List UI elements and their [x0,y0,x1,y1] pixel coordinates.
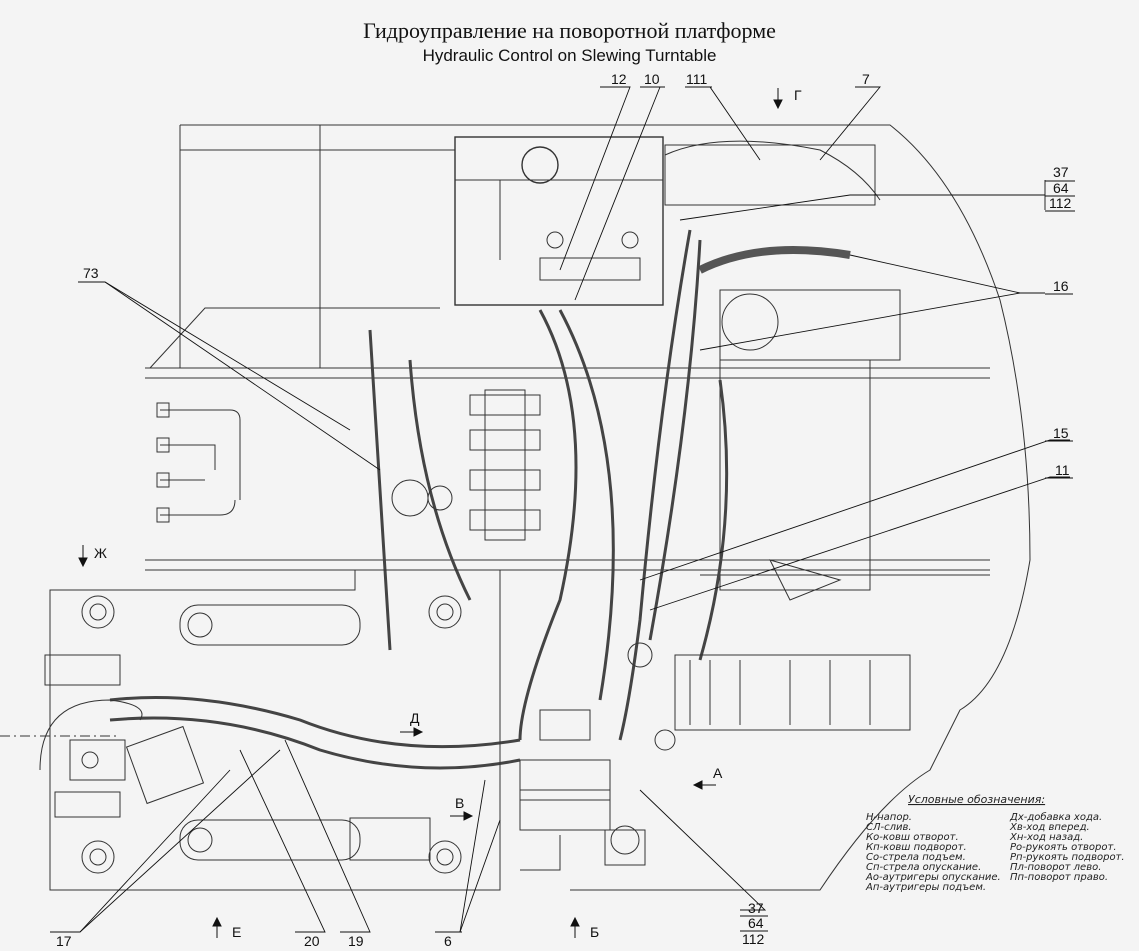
hose-f [648,239,702,641]
hose-i [109,716,521,770]
callout-64-bottom: 64 [748,915,764,931]
upper-valve-block [664,144,876,206]
legend-left-5: Сп-стрела опускание. [866,862,981,873]
right-lower-frame [674,654,911,731]
view-label-b: Б [590,924,599,940]
title-russian: Гидроуправление на поворотной платформе [363,18,776,43]
frame-left-block [179,125,455,368]
tank-filler-cap [521,146,559,184]
frame-rail-top [145,367,990,379]
legend-right-1: Хв-ход вперед. [1009,822,1090,833]
legend-right-3: Ро-рукоять отворот. [1010,842,1117,853]
callout-19: 19 [348,933,364,949]
hydraulic-tank [454,136,664,306]
manifold [484,389,526,541]
callout-64-top: 64 [1053,180,1069,196]
hose-e [618,229,692,741]
legend-left-2: Ко-ковш отворот. [866,832,959,843]
hose-d [558,309,615,701]
callout-37-bottom: 37 [748,900,764,916]
view-label-zh: Ж [94,545,107,561]
hose-g [698,379,729,661]
callout-11: 11 [1055,462,1070,478]
view-arrows [78,88,783,938]
view-label-g: Г [794,87,802,103]
view-label-v: В [455,795,464,811]
legend-right-6: Пп-поворот право. [1010,872,1108,883]
callout-20: 20 [304,933,320,949]
callout-underlines [50,86,1075,933]
legend: Условные обозначения: Н-напор. СЛ-слив. … [865,793,1125,893]
legend-title: Условные обозначения: [908,793,1045,806]
legend-right-4: Рп-рукоять подворот. [1010,852,1125,863]
legend-right-2: Хн-ход назад. [1009,832,1083,843]
legend-left-3: Кп-ковш подворот. [866,842,967,853]
callout-16: 16 [1053,278,1069,294]
callout-15: 15 [1053,425,1069,441]
callout-10: 10 [644,71,660,87]
callout-6: 6 [444,933,452,949]
callout-73: 73 [83,265,99,281]
hose-b [408,359,472,601]
legend-right-5: Пл-поворот лево. [1010,862,1101,873]
view-label-a: А [713,765,723,781]
view-label-d: Д [410,710,420,726]
legend-left-1: СЛ-слив. [866,822,912,833]
title-english: Hydraulic Control on Slewing Turntable [422,46,717,65]
callout-37-top: 37 [1053,164,1069,180]
legend-left-7: Ап-аутригеры подъем. [865,882,986,893]
callout-112-bottom: 112 [742,931,765,947]
hose-h [109,696,521,749]
control-valve [519,759,611,801]
legend-left-4: Со-стрела подъем. [866,852,966,863]
hose-c [518,309,578,741]
callout-112-top: 112 [1049,195,1072,211]
legend-right-0: Дх-добавка хода. [1009,811,1102,823]
callout-111: 111 [686,71,707,87]
turntable-outline [180,124,1031,891]
view-label-e: Е [232,924,241,940]
hose-a [368,329,392,651]
legend-left-0: Н-напор. [866,812,912,823]
legend-left-6: Ао-аутригеры опускание. [865,872,1001,883]
callout-12: 12 [611,71,627,87]
left-fittings [156,402,241,523]
callout-7: 7 [862,71,870,87]
callout-17: 17 [56,933,72,949]
left-diagonal [149,307,440,369]
cylinder [349,817,431,861]
lower-plate [49,569,501,891]
